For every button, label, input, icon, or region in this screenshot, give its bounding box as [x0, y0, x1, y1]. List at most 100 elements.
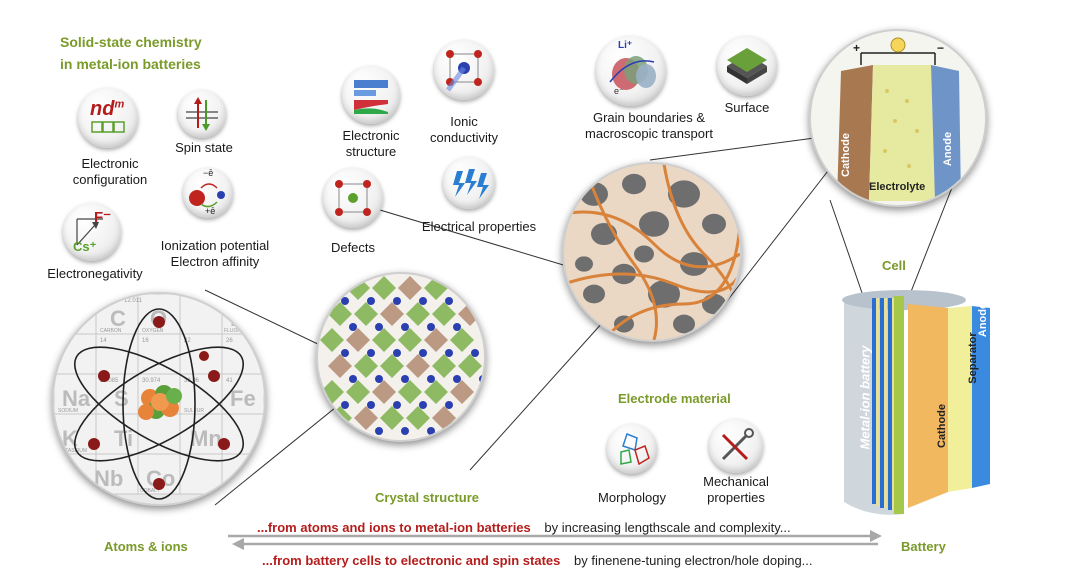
- atomic-number: 14: [100, 338, 107, 344]
- nd-symbol: nd: [90, 98, 115, 120]
- plus-terminal: +: [853, 41, 861, 55]
- battery-label: Battery: [901, 539, 946, 554]
- octahedron: [346, 276, 370, 300]
- spin-arrows-icon: [186, 97, 218, 131]
- lithium-atom: [479, 427, 484, 435]
- electron-label: e⁻: [614, 86, 624, 96]
- atomic-number: 41: [226, 378, 233, 384]
- atomic-number: 30.974: [142, 378, 161, 384]
- electronic-configuration-label-line1: Electronic: [81, 156, 139, 171]
- electronegativity-arrow-icon: [76, 218, 103, 246]
- lithium-atom: [349, 375, 357, 383]
- octahedron: [372, 328, 396, 352]
- octahedron: [398, 328, 422, 352]
- active-particle: [668, 180, 700, 208]
- lithium-atom: [349, 323, 357, 331]
- lithium-atom: [427, 323, 435, 331]
- element-name: CARBON: [100, 328, 122, 334]
- octahedron: [372, 380, 396, 404]
- periodic-table-grid: LiCOFNaSKTiMnFeNbCo LITHIUMCARBONOXYGENF…: [54, 294, 264, 500]
- octahedron: [432, 302, 456, 326]
- lithium-atom: [471, 401, 479, 409]
- element-symbol: Li: [62, 306, 82, 331]
- battery-drawing: [842, 290, 990, 515]
- defects-label: Defects: [330, 240, 376, 255]
- octahedron: [432, 406, 456, 430]
- element-symbol: Fe: [230, 386, 256, 411]
- cell-circle: + − Cathode Anode Electrolyte: [809, 29, 987, 207]
- grain-transport-icon: [609, 56, 656, 90]
- active-particle: [634, 245, 654, 263]
- ionization-icon: [189, 183, 225, 208]
- ionization-bubble: −ē +ē: [183, 168, 233, 218]
- mechanical-label-line1: Mechanical: [703, 474, 769, 489]
- crystal-lattice: [320, 276, 484, 435]
- lithium-atom: [427, 375, 435, 383]
- lithium-atom: [479, 323, 484, 331]
- electronic-structure-bubble: [342, 66, 400, 124]
- octahedron: [406, 354, 430, 378]
- element-name: COBALT: [140, 488, 160, 494]
- title-line1: Solid-state chemistry: [60, 34, 202, 50]
- morphology-label: Morphology: [598, 490, 666, 505]
- conductive-network: [582, 164, 658, 340]
- electronic-configuration-label-line2: configuration: [72, 172, 148, 187]
- octahedron: [372, 276, 396, 300]
- electrical-properties-label: Electrical properties: [421, 219, 537, 234]
- octahedron: [328, 302, 352, 326]
- lithium-atom: [393, 297, 401, 305]
- grain-boundaries-label: Grain boundaries & macroscopic transport: [584, 110, 714, 142]
- title-line2: in metal-ion batteries: [60, 56, 201, 72]
- octahedron: [424, 380, 448, 404]
- active-particle: [639, 211, 669, 237]
- octahedron: [406, 406, 430, 430]
- octahedron: [380, 302, 404, 326]
- lithium-atom: [341, 297, 349, 305]
- grain-boundaries-label-line2: macroscopic transport: [585, 126, 713, 141]
- lithium-atom: [393, 349, 401, 357]
- morphology-bubble: [607, 424, 657, 474]
- active-particle: [575, 256, 593, 272]
- octahedron: [354, 406, 378, 430]
- octahedron: [458, 354, 482, 378]
- atomic-number: 16: [142, 338, 149, 344]
- octahedron: [450, 276, 474, 300]
- lithium-atom: [401, 375, 409, 383]
- octahedron: [458, 302, 482, 326]
- active-particle: [702, 213, 726, 235]
- octahedron: [320, 380, 344, 404]
- cell-drawing: [837, 37, 961, 201]
- lithium-atom: [375, 323, 383, 331]
- octahedron: [346, 380, 370, 404]
- tools-icon: [721, 428, 754, 461]
- surface-label: Surface: [724, 100, 770, 115]
- band-structure-icon: [354, 80, 388, 114]
- active-particle: [648, 280, 680, 308]
- crystal-label: Crystal structure: [375, 490, 480, 505]
- element-symbol: S: [114, 386, 129, 411]
- atoms-label: Atoms & ions: [104, 539, 188, 554]
- lithium-atom: [349, 427, 357, 435]
- backward-caption: ...from battery cells to electronic and …: [262, 553, 813, 568]
- crystal-shapes-icon: [620, 433, 650, 466]
- electronegativity-bubble: F⁻ Cs⁺: [63, 203, 121, 261]
- plus-e-label: +ē: [205, 206, 216, 216]
- active-particle: [673, 314, 695, 334]
- lithium-atom: [341, 401, 349, 409]
- octahedron: [424, 328, 448, 352]
- octahedron: [320, 276, 344, 300]
- octahedron: [328, 406, 352, 430]
- lithium-atom: [375, 375, 383, 383]
- electronic-configuration-bubble: ndm: [78, 88, 138, 148]
- lithium-atom: [453, 323, 461, 331]
- active-particle: [622, 173, 646, 195]
- lightning-icon: [453, 169, 489, 199]
- electronic-configuration-label: Electronic configuration: [55, 156, 165, 188]
- octahedron: [432, 354, 456, 378]
- octahedron: [398, 276, 422, 300]
- lithium-atom: [367, 349, 375, 357]
- lithium-atom: [419, 401, 427, 409]
- conductive-network: [602, 223, 740, 340]
- lithium-atom: [453, 427, 461, 435]
